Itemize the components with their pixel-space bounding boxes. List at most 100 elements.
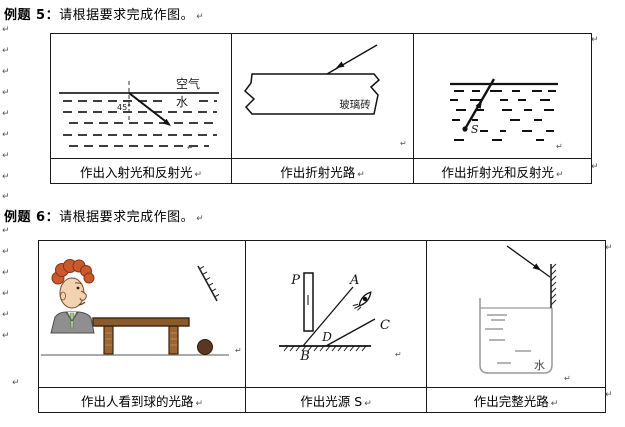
example6-label: 例题 6： (4, 210, 60, 225)
example5-instruction: 请根据要求完成作图。 (59, 8, 195, 23)
paragraph-mark-icon: ↵ (2, 192, 10, 202)
vertical-mirror (550, 263, 557, 308)
water-dashes (485, 314, 531, 364)
caption-cell[interactable]: 作出入射光和反射光↵ (50, 158, 232, 184)
cartoon-man (50, 259, 95, 334)
caption-text: 作出完整光路 (473, 393, 549, 409)
paragraph-mark-icon: ↵ (2, 289, 10, 299)
incident-ray (326, 44, 378, 75)
angle-label: 45° (117, 103, 131, 112)
cell-glass-brick-diagram[interactable]: 玻璃砖 ↵ (231, 33, 414, 159)
label-b: B (299, 349, 310, 364)
ray-in-water (128, 92, 170, 125)
paragraph-mark-icon: ↵ (591, 35, 599, 45)
paragraph-mark-icon: ↵ (2, 172, 10, 182)
cell-underwater-source-diagram[interactable]: S ↵ (413, 33, 592, 159)
paragraph-mark-icon: ↵ (12, 378, 20, 388)
paragraph-mark-icon: ↵ (2, 130, 10, 140)
paragraph-mark-icon: ↵ (2, 46, 10, 56)
caption-cell[interactable]: 作出折射光和反射光↵ (413, 158, 592, 184)
air-label: 空气 (176, 76, 200, 91)
paragraph-mark-icon: ↵ (364, 398, 372, 409)
paragraph-mark-icon: ↵ (196, 12, 205, 22)
label-d: D (321, 330, 332, 344)
cell-light-source-diagram[interactable]: P A C D B (245, 240, 427, 388)
water-dashes (63, 100, 217, 147)
paragraph-mark-icon: ↵ (605, 390, 613, 400)
paragraph-mark-icon: ↵ (2, 331, 10, 341)
caption-text: 作出光源 S (300, 393, 363, 409)
glass-brick-outline (243, 73, 381, 115)
cell-man-ball-diagram[interactable]: ↵ (38, 240, 246, 388)
man-ball-mirror-diagram[interactable]: ↵ (39, 241, 243, 385)
eye-icon (352, 291, 372, 311)
underwater-source-diagram[interactable]: S ↵ (414, 34, 589, 156)
source-point (462, 126, 468, 132)
paragraph-mark-icon: ↵ (2, 247, 10, 257)
example5-heading[interactable]: 例题 5：请根据要求完成作图。↵ (4, 4, 204, 23)
label-a: A (349, 273, 359, 288)
paragraph-mark-icon: ↵ (564, 374, 571, 383)
beaker-outline (479, 298, 553, 374)
ball (197, 339, 213, 355)
example5-label: 例题 5： (4, 8, 60, 23)
ground-hatching (283, 345, 367, 352)
source-label: S (471, 123, 479, 136)
paragraph-mark-icon: ↵ (2, 268, 10, 278)
paragraph-mark-icon: ↵ (395, 350, 402, 359)
cell-air-water-diagram[interactable]: 空气 水 45° ↵ (50, 33, 232, 159)
paragraph-mark-icon: ↵ (196, 214, 205, 224)
ray-dc (325, 318, 376, 347)
example6-table: ↵ (38, 240, 606, 413)
water-dashes (450, 90, 556, 141)
ray-arrowhead-icon (162, 118, 171, 126)
paragraph-mark-icon: ↵ (550, 398, 559, 409)
glass-brick-diagram[interactable]: 玻璃砖 ↵ (232, 34, 411, 156)
example6-instruction: 请根据要求完成作图。 (59, 210, 195, 225)
caption-text: 作出折射光和反射光 (441, 164, 554, 180)
glass-brick-label: 玻璃砖 (339, 98, 371, 111)
caption-text: 作出折射光路 (280, 164, 356, 180)
example6-heading[interactable]: 例题 6：请根据要求完成作图。↵ (4, 206, 204, 225)
paragraph-mark-icon: ↵ (2, 226, 10, 236)
label-p: P (290, 273, 300, 288)
caption-cell[interactable]: 作出光源 S↵ (245, 387, 427, 413)
paragraph-mark-icon: ↵ (357, 169, 365, 180)
tilted-mirror (197, 265, 220, 302)
cell-beaker-mirror-diagram[interactable]: 水 ↵ (426, 240, 606, 388)
water-label: 水 (176, 95, 188, 109)
paragraph-mark-icon: ↵ (2, 151, 10, 161)
paragraph-mark-icon: ↵ (195, 398, 204, 409)
paragraph-mark-icon: ↵ (187, 143, 194, 152)
ray-ba (302, 286, 354, 347)
wooden-table (92, 317, 190, 355)
paragraph-mark-icon: ↵ (2, 67, 10, 77)
paragraph-mark-icon: ↵ (2, 310, 10, 320)
light-source-rays-diagram[interactable]: P A C D B (246, 241, 424, 385)
paragraph-mark-icon: ↵ (591, 162, 599, 172)
ray-arrowhead-icon (336, 61, 345, 68)
beaker-mirror-diagram[interactable]: 水 ↵ (427, 241, 603, 385)
paragraph-mark-icon: ↵ (2, 88, 10, 98)
caption-cell[interactable]: 作出完整光路↵ (426, 387, 606, 413)
ray-arrowhead-icon (532, 263, 541, 271)
paragraph-mark-icon: ↵ (400, 139, 407, 148)
air-water-diagram[interactable]: 空气 水 45° ↵ (51, 34, 229, 156)
paragraph-mark-icon: ↵ (2, 25, 10, 35)
hair (51, 259, 95, 285)
example5-table: 空气 水 45° ↵ (50, 33, 592, 184)
paragraph-mark-icon: ↵ (605, 243, 613, 253)
caption-cell[interactable]: 作出折射光路↵ (231, 158, 414, 184)
caption-text: 作出人看到球的光路 (80, 393, 194, 409)
caption-text: 作出入射光和反射光 (79, 164, 193, 180)
ray-arrowhead-icon (475, 100, 482, 109)
paragraph-mark-icon: ↵ (2, 109, 10, 119)
paragraph-mark-icon: ↵ (556, 142, 563, 151)
label-c: C (380, 318, 390, 333)
water-label: 水 (534, 359, 545, 372)
paragraph-mark-icon: ↵ (235, 346, 242, 355)
incident-ray (506, 245, 551, 278)
caption-cell[interactable]: 作出人看到球的光路↵ (38, 387, 246, 413)
paragraph-mark-icon: ↵ (555, 169, 564, 180)
